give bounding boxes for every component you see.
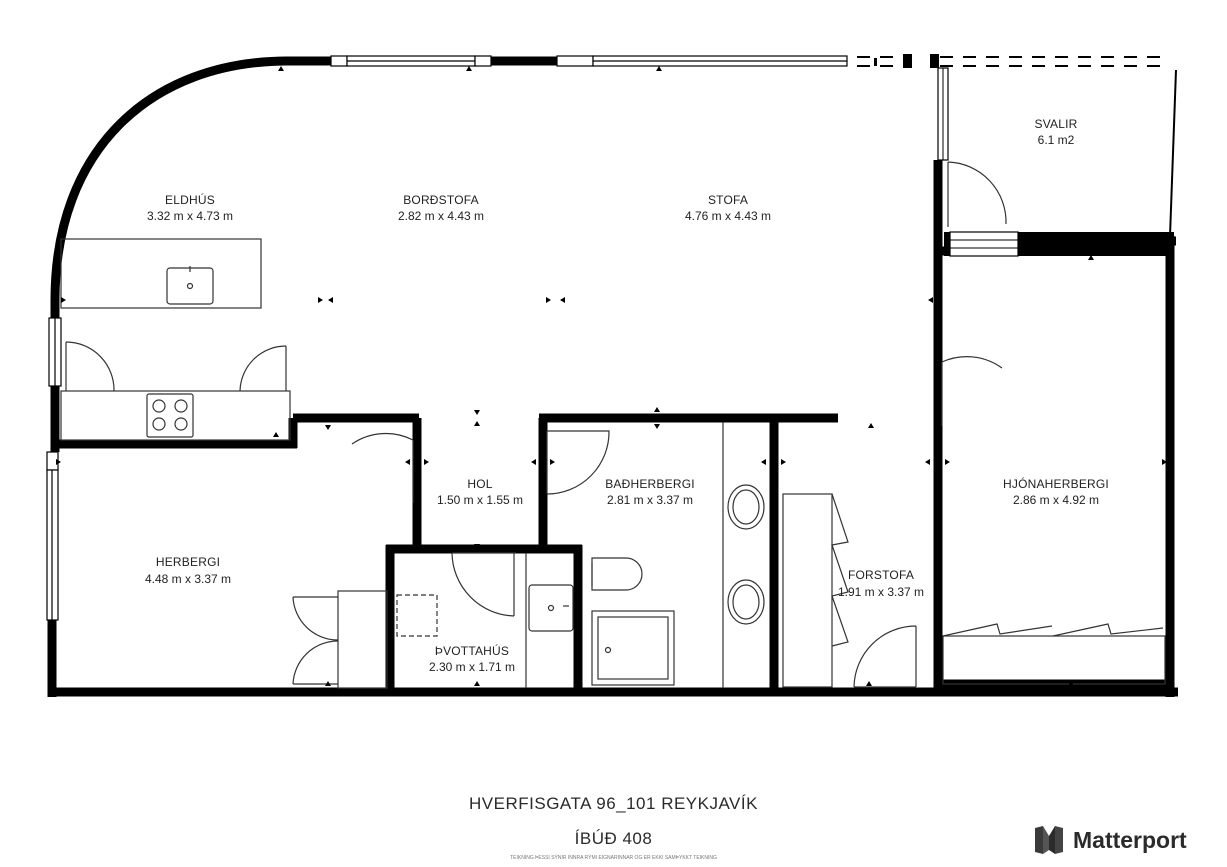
room-dims-svalir: 6.1 m2	[1038, 133, 1075, 147]
disclaimer-note: TEIKNING ÞESSI SÝNIR INNRA RÝMI EIGNARIN…	[510, 855, 717, 861]
room-name-svalir: SVALIR	[1035, 117, 1078, 131]
room-name-eldhus: ELDHÚS	[165, 192, 215, 207]
balcony-posts	[874, 54, 939, 68]
room-dims-forstofa: 1.91 m x 3.37 m	[838, 585, 924, 599]
room-dims-hjonaherbergi: 2.86 m x 4.92 m	[1013, 493, 1099, 507]
kitchen-island	[60, 238, 262, 309]
left-windows	[46, 317, 62, 621]
room-name-thvottahus: ÞVOTTAHÚS	[435, 643, 509, 658]
matterport-brand: Matterport	[1033, 824, 1187, 856]
room-name-badherbergi: BAÐHERBERGI	[605, 477, 695, 491]
room-dims-thvottahus: 2.30 m x 1.71 m	[429, 660, 515, 674]
matterport-logo-icon	[1035, 826, 1063, 854]
room-dims-badherbergi: 2.81 m x 3.37 m	[607, 493, 693, 507]
bedroom-wardrobe	[942, 623, 1166, 685]
room-dims-eldhus: 3.32 m x 4.73 m	[147, 209, 233, 223]
room-dims-herbergi: 4.48 m x 3.37 m	[145, 572, 231, 586]
room-dims-hol: 1.50 m x 1.55 m	[437, 493, 523, 507]
unit-subtitle: ÍBÚÐ 408	[574, 829, 653, 848]
room-name-forstofa: FORSTOFA	[848, 568, 914, 582]
bathroom-fixtures	[591, 422, 765, 688]
scan-markers	[56, 66, 1167, 686]
address-title: HVERFISGATA 96_101 REYKJAVÍK	[469, 794, 758, 813]
balcony-rail	[857, 56, 1160, 67]
room-dims-bordstofa: 2.82 m x 4.43 m	[398, 209, 484, 223]
door-swings	[351, 161, 1007, 688]
room-name-hjonaherbergi: HJÓNAHERBERGI	[1003, 476, 1109, 491]
bedroom-top-wall	[937, 67, 1174, 257]
room-name-hol: HOL	[467, 477, 492, 491]
top-windows	[330, 55, 848, 67]
interior-walls	[55, 160, 1176, 697]
herbergi-wardrobe	[292, 590, 388, 689]
room-name-stofa: STOFA	[708, 193, 748, 207]
room-dims-stofa: 4.76 m x 4.43 m	[685, 209, 771, 223]
kitchen-counter	[60, 341, 291, 441]
forstofa-wardrobe	[782, 493, 849, 688]
room-labels: ELDHÚS 3.32 m x 4.73 m BORÐSTOFA 2.82 m …	[145, 117, 1109, 674]
room-name-herbergi: HERBERGI	[156, 555, 220, 569]
balcony-right-wall	[1169, 69, 1177, 237]
brand-name: Matterport	[1073, 826, 1187, 853]
exterior-walls	[47, 56, 1178, 697]
room-name-bordstofa: BORÐSTOFA	[403, 193, 479, 207]
laundry-fixtures	[396, 553, 574, 688]
